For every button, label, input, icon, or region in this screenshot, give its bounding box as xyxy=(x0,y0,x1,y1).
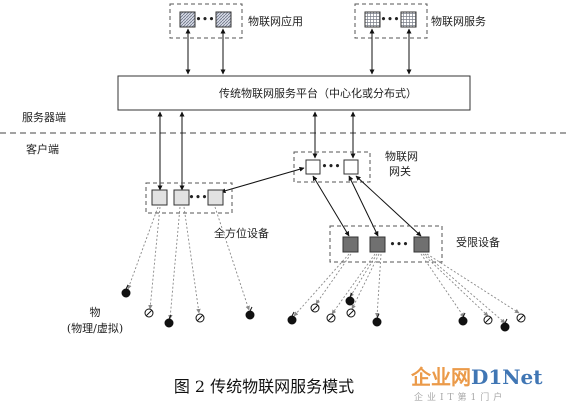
limited-device-box-3 xyxy=(413,236,430,253)
gateway-box-2 xyxy=(343,159,359,175)
service-ellipsis: ••• xyxy=(380,13,399,26)
full-device-label: 全方位设备 xyxy=(214,226,269,240)
thing-virtual xyxy=(516,313,526,323)
full-device-ellipsis: ••• xyxy=(188,191,207,204)
thing-virtual xyxy=(483,315,493,325)
thing-physical xyxy=(287,311,297,325)
app-ellipsis: ••• xyxy=(195,13,214,26)
limited-device-box-1 xyxy=(342,236,359,253)
things-group xyxy=(121,284,526,332)
watermark-logo: 企业网D1Net 企业IT第1门户 xyxy=(410,365,543,403)
server-side-label: 服务器端 xyxy=(22,111,66,124)
iot-gateway: ••• 物联网 网关 xyxy=(293,149,418,183)
thing-physical xyxy=(121,284,131,298)
platform-gateway-links xyxy=(312,111,356,159)
full-device-group: ••• 全方位设备 xyxy=(145,182,269,240)
device-thing-links xyxy=(127,206,520,324)
thing-physical xyxy=(458,312,468,326)
limited-device-group: ••• 受限设备 xyxy=(329,225,500,263)
iot-app-group: ••• 物联网应用 xyxy=(169,3,303,39)
thing-virtual xyxy=(310,303,320,313)
app-box-2 xyxy=(215,11,232,28)
service-box-1 xyxy=(364,11,381,28)
thing-virtual xyxy=(195,313,205,323)
watermark-brand: 企业网D1Net xyxy=(410,365,543,389)
gateway-label-line1: 物联网 xyxy=(385,149,418,163)
figure-caption: 图 2 传统物联网服务模式 xyxy=(174,377,354,396)
thing-physical xyxy=(372,313,382,327)
app-platform-links xyxy=(185,28,412,75)
gateway-box-1 xyxy=(305,159,321,175)
watermark-tagline: 企业IT第1门户 xyxy=(414,391,506,403)
thing-virtual xyxy=(144,308,154,318)
iot-service-group: ••• 物联网服务 xyxy=(354,3,486,39)
iot-app-label: 物联网应用 xyxy=(248,14,303,28)
gateway-limited-links xyxy=(312,175,422,237)
full-device-box-3 xyxy=(207,189,224,206)
things-label-line2: (物理/虚拟) xyxy=(67,321,123,335)
full-device-box-1 xyxy=(151,189,168,206)
platform-box xyxy=(117,75,471,111)
thing-virtual xyxy=(326,313,336,323)
service-box-2 xyxy=(400,11,417,28)
thing-physical xyxy=(245,306,255,320)
things-label-line1: 物 xyxy=(90,305,101,319)
limited-device-ellipsis: ••• xyxy=(389,238,408,251)
app-box-1 xyxy=(179,11,196,28)
limited-device-label: 受限设备 xyxy=(456,235,500,249)
limited-device-box-2 xyxy=(369,236,386,253)
platform-label: 传统物联网服务平台（中心化或分布式） xyxy=(219,86,417,100)
thing-virtual xyxy=(346,308,356,318)
iot-service-label: 物联网服务 xyxy=(431,14,486,28)
gateway-label-line2: 网关 xyxy=(389,164,411,178)
client-side-label: 客户端 xyxy=(26,142,59,156)
thing-physical xyxy=(500,318,510,332)
gateway-device-link xyxy=(220,166,305,194)
full-device-box-2 xyxy=(173,189,190,206)
thing-physical xyxy=(345,292,355,306)
platform-device-links xyxy=(157,111,185,191)
gateway-ellipsis: ••• xyxy=(321,160,340,173)
thing-physical xyxy=(164,314,174,328)
